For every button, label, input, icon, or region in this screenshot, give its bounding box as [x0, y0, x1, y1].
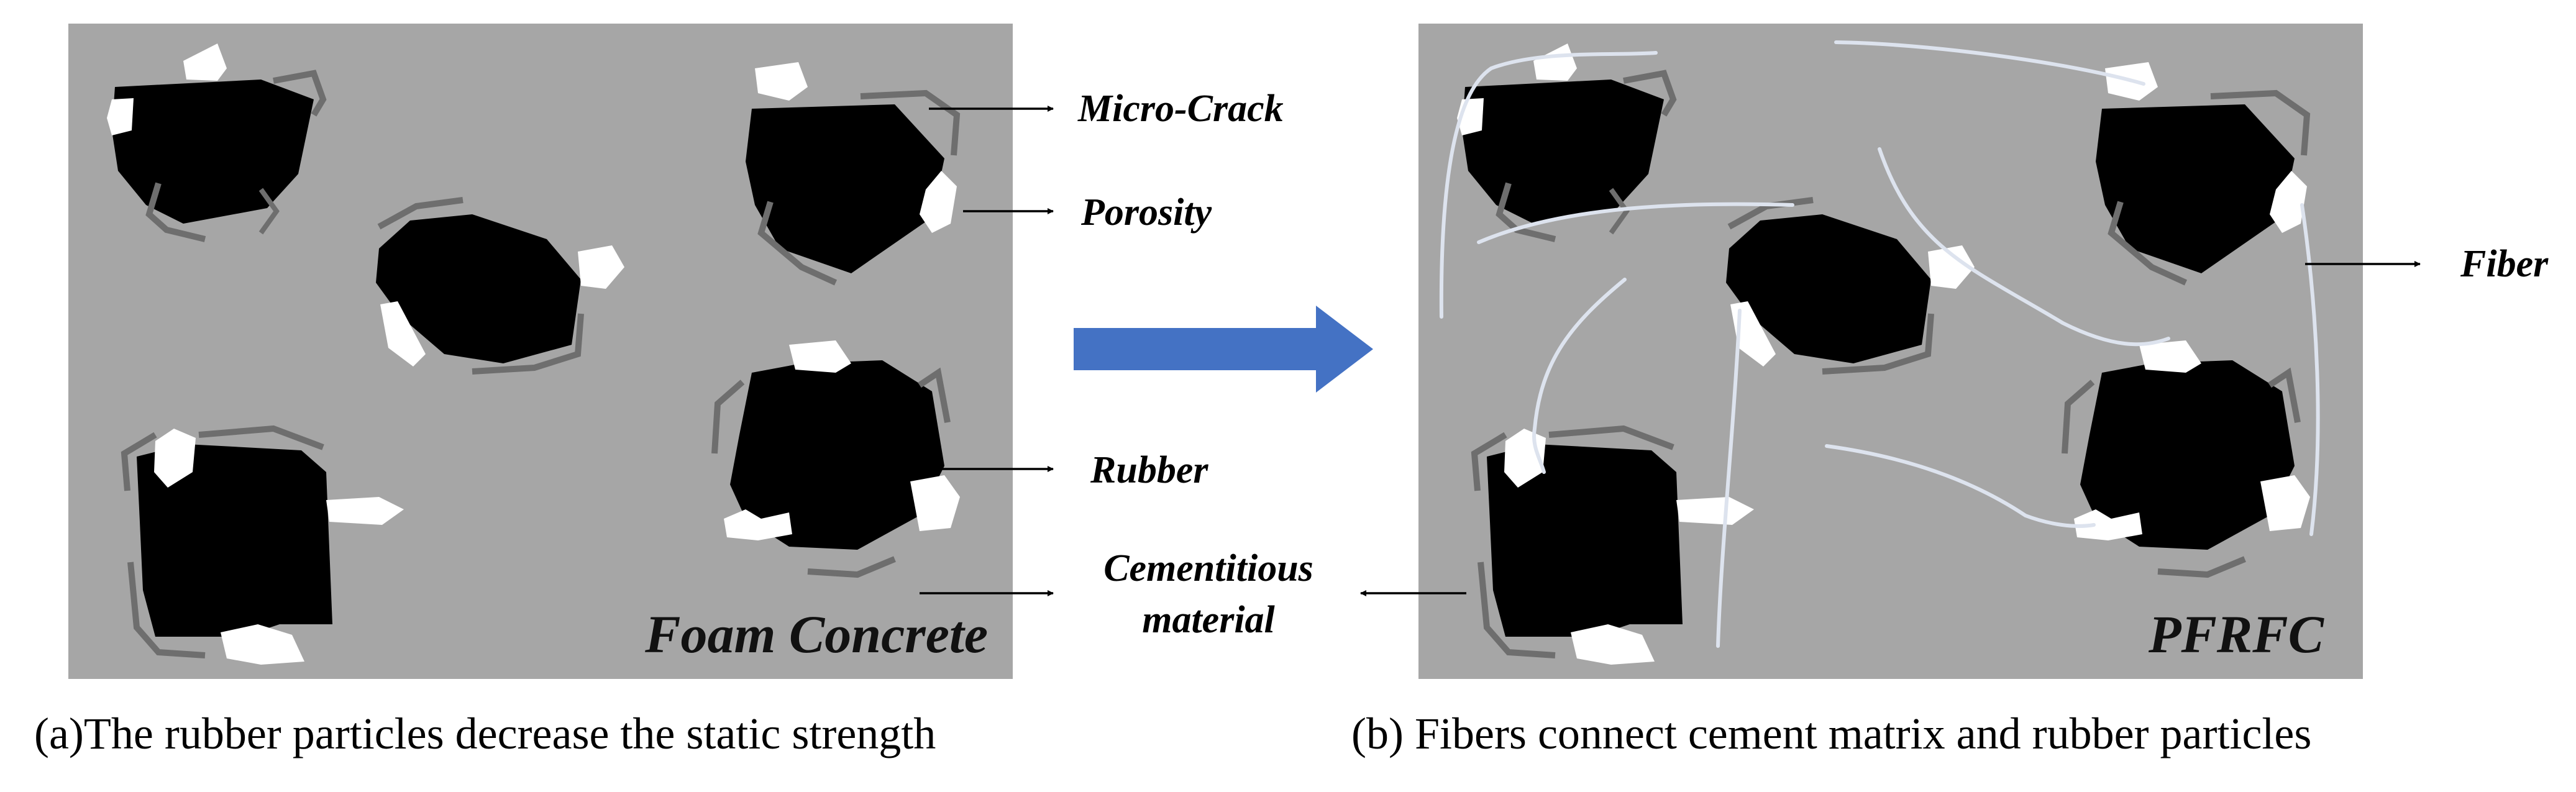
panel-a-title: Foam Concrete — [644, 604, 988, 664]
micro-crack-label: Micro-Crack — [1077, 88, 1284, 130]
porosity-label: Porosity — [1080, 191, 1212, 234]
cementitious-label-line2: material — [1142, 599, 1275, 641]
caption-a: (a)The rubber particles decrease the sta… — [34, 709, 936, 758]
cementitious-label-line1: Cementitious — [1103, 547, 1313, 589]
right-block-arrow-icon — [1074, 306, 1373, 393]
panel-b-fibers — [1439, 40, 2320, 648]
callout-arrows — [920, 106, 2421, 596]
fiber-label: Fiber — [2460, 243, 2549, 285]
panel-a: Foam Concrete — [68, 24, 1013, 679]
rubber-label: Rubber — [1090, 449, 1208, 491]
caption-b: (b) Fibers connect cement matrix and rub… — [1351, 709, 2311, 758]
panel-b-title: PFRFC — [2148, 604, 2325, 664]
panel-b: PFRFC — [1418, 24, 2363, 679]
